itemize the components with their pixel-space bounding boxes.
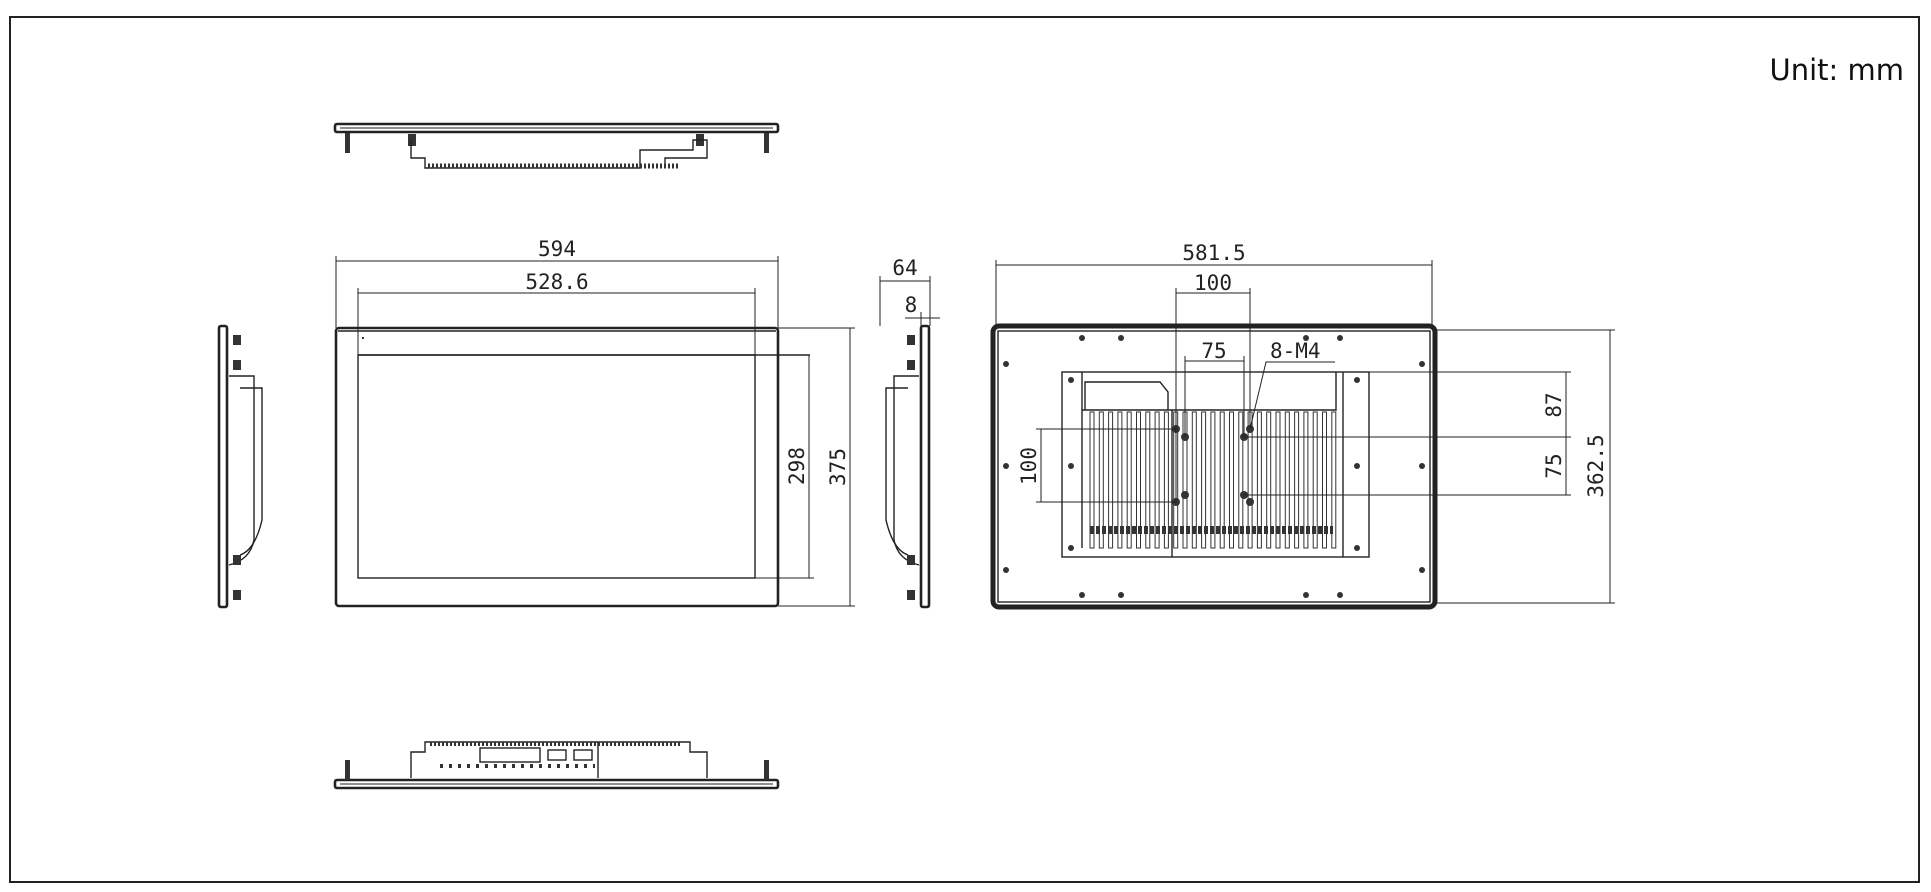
heatsink-fin [1219,411,1225,549]
heatsink-fin [1312,411,1318,549]
mounting-hole [1068,545,1074,551]
heatsink-fin [1163,411,1169,549]
mounting-hole [1003,567,1009,573]
heatsink-fins [1089,411,1337,549]
mounting-hole [1303,335,1309,341]
mounting-hole [1354,463,1360,469]
heatsink-fin [1126,411,1132,549]
mounting-hole [1118,592,1124,598]
mounting-hole [1354,545,1360,551]
heatsink-fin [1154,411,1160,549]
heatsink-fin [1322,411,1327,549]
dim-depth: 64 [892,256,917,280]
heatsink-fin [1145,411,1151,549]
mounting-hole [1003,361,1009,367]
mounting-hole [1303,592,1309,598]
unit-label: Unit: mm [1769,53,1904,87]
heatsink-fin [1098,411,1104,549]
mounting-hole [1419,567,1425,573]
dim-bezel-depth: 8 [905,293,918,317]
mounting-hole [1337,335,1343,341]
mounting-hole [1337,592,1343,598]
mounting-hole [1068,377,1074,383]
mounting-hole [1419,361,1425,367]
heatsink-fin [1136,411,1141,549]
heatsink-fin [1210,411,1216,549]
bottom-view [333,741,780,790]
mounting-hole [1079,592,1085,598]
dim-vesa-100-vertical: 100 [1017,447,1041,485]
left-side-view [217,324,263,609]
mounting-hole [1354,377,1360,383]
heatsink-fin [1191,411,1197,549]
front-view: 594 528.6 298 375 [334,237,855,608]
dim-vesa-100-horizontal: 100 [1194,271,1232,295]
heatsink-fin [1089,411,1095,549]
heatsink-fin [1275,411,1281,549]
dim-display-width: 528.6 [525,270,588,294]
mounting-hole [1068,463,1074,469]
dim-cutout-width: 581.5 [1182,241,1245,265]
heatsink-fin [1284,411,1290,549]
heatsink-fin [1294,411,1300,549]
drawing-border [9,16,1920,883]
mounting-hole [1003,463,1009,469]
dim-display-height: 298 [785,447,809,485]
dim-offset-top: 87 [1542,392,1566,417]
heatsink-fin [1266,411,1272,549]
dim-vesa-75-horizontal: 75 [1201,339,1226,363]
heatsink-fin [1256,411,1262,549]
mounting-hole [1079,335,1085,341]
dim-cutout-height: 362.5 [1584,434,1608,497]
screw-spec-label: 8-M4 [1270,339,1321,363]
heatsink-fin [1108,411,1114,549]
heatsink-fin [1201,411,1207,549]
heatsink-fin [1117,411,1123,549]
heatsink-fin [1303,411,1309,549]
mounting-hole [1419,463,1425,469]
heatsink-fin [1229,411,1234,549]
top-view [333,122,780,169]
heatsink-fin [1238,411,1244,549]
dim-vesa-75-vertical: 75 [1542,453,1566,478]
dim-overall-width: 594 [538,237,576,261]
rear-view: 581.5 100 75 8-M4 100 87 75 362.5 [990,241,1615,610]
heatsink-fin [1331,411,1337,549]
mounting-plate [1061,371,1370,558]
right-side-view: 64 8 [879,256,940,609]
dim-overall-height: 375 [826,448,850,486]
mounting-hole [1118,335,1124,341]
